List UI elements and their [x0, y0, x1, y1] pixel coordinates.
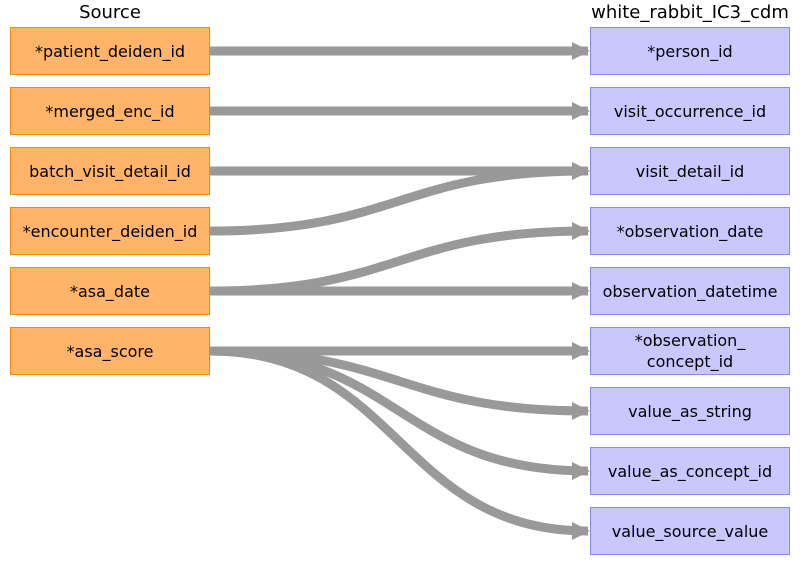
target-field-label: value_source_value	[611, 521, 769, 541]
target-field-observation-concept-id[interactable]: *observation_ concept_id	[590, 327, 790, 375]
source-field-batch-visit-detail-id[interactable]: batch_visit_detail_id	[10, 147, 210, 195]
source-field-label: *asa_score	[66, 341, 154, 361]
target-field-label: *observation_date	[616, 221, 764, 241]
target-field-label: visit_detail_id	[635, 161, 745, 181]
target-field-person-id[interactable]: *person_id	[590, 27, 790, 75]
source-field-asa-date[interactable]: *asa_date	[10, 267, 210, 315]
target-field-label: observation_datetime	[602, 281, 778, 301]
target-field-value-as-concept-id[interactable]: value_as_concept_id	[590, 447, 790, 495]
target-field-label: value_as_concept_id	[607, 461, 773, 481]
target-field-visit-occurrence-id[interactable]: visit_occurrence_id	[590, 87, 790, 135]
target-field-label: value_as_string	[628, 401, 752, 421]
target-field-value-as-string[interactable]: value_as_string	[590, 387, 790, 435]
source-field-label: *patient_deiden_id	[34, 41, 186, 61]
source-column-header: Source	[79, 2, 141, 23]
source-field-merged-enc-id[interactable]: *merged_enc_id	[10, 87, 210, 135]
mapping-arrow-encounter-deiden-id-to-visit-detail-id[interactable]	[209, 162, 590, 236]
mapping-arrow-asa-date-to-observation-date[interactable]	[209, 222, 590, 296]
source-field-label: *asa_date	[69, 281, 151, 301]
target-field-visit-detail-id[interactable]: visit_detail_id	[590, 147, 790, 195]
source-field-patient-deiden-id[interactable]: *patient_deiden_id	[10, 27, 210, 75]
mapping-arrow-asa-score-to-value-source-value[interactable]	[209, 346, 590, 540]
source-field-encounter-deiden-id[interactable]: *encounter_deiden_id	[10, 207, 210, 255]
target-field-label: visit_occurrence_id	[613, 101, 767, 121]
target-field-observation-date[interactable]: *observation_date	[590, 207, 790, 255]
target-field-value-source-value[interactable]: value_source_value	[590, 507, 790, 555]
mapping-arrow-asa-score-to-value-as-string[interactable]	[209, 346, 590, 420]
target-column-header: white_rabbit_IC3_cdm	[591, 2, 789, 23]
target-field-label: *person_id	[647, 41, 733, 61]
mapping-arrow-asa-score-to-value-as-concept-id[interactable]	[209, 346, 590, 480]
source-field-label: *encounter_deiden_id	[22, 221, 198, 241]
source-field-asa-score[interactable]: *asa_score	[10, 327, 210, 375]
target-field-label: *observation_ concept_id	[634, 331, 746, 371]
source-field-label: batch_visit_detail_id	[29, 161, 191, 181]
target-field-observation-datetime[interactable]: observation_datetime	[590, 267, 790, 315]
source-field-label: *merged_enc_id	[45, 101, 175, 121]
